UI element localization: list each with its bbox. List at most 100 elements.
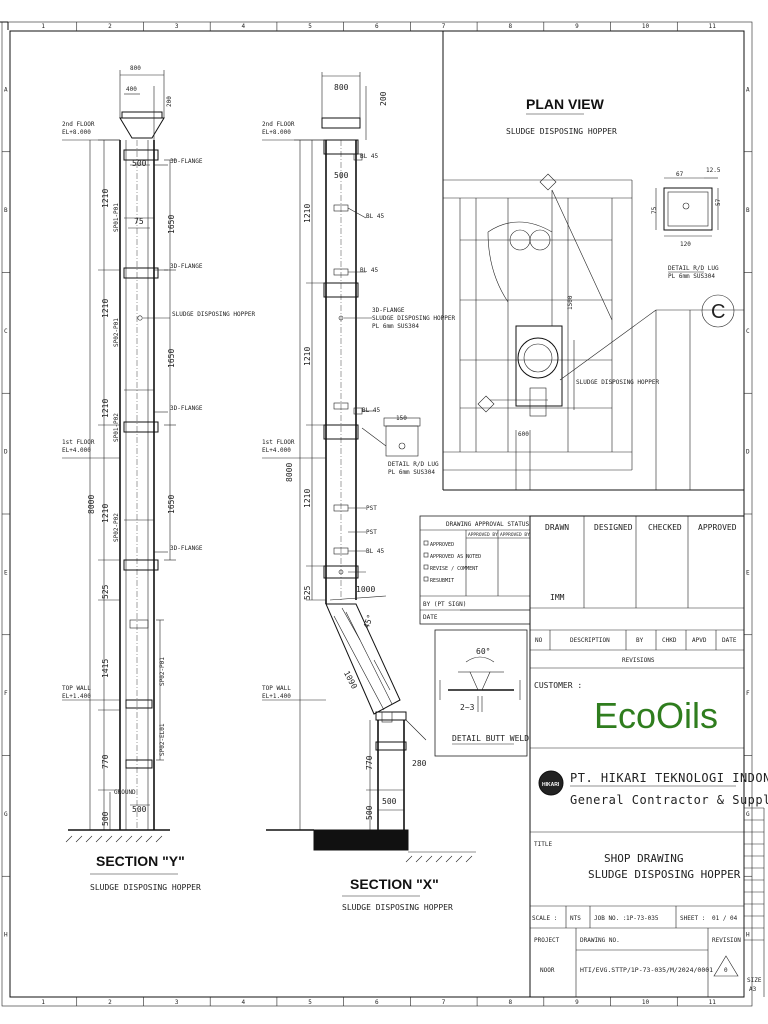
company-logo — [538, 770, 564, 796]
lvl2-name-x: 1st FLOOR — [262, 439, 295, 446]
lvl2-el-y: EL+4.000 — [62, 447, 91, 454]
scale-label: SCALE : — [532, 915, 557, 922]
approval-item: REVISE / COMMENT — [430, 566, 478, 572]
lbl-flange2-y: 3D-FLANGE — [170, 263, 203, 270]
weld-angle: 60° — [476, 647, 490, 656]
customer-label: CUSTOMER : — [534, 681, 582, 690]
dim-1210a-x: 1210 — [303, 204, 312, 223]
rd-note: PL 6mm SUS304 — [668, 273, 715, 280]
drawing-value: HTI/EVG.STTP/1P-73-035/M/2024/0001 — [580, 966, 713, 974]
dim-500b-y: 500 — [132, 805, 147, 814]
dim-1210a-y: 1210 — [101, 189, 110, 208]
approval-checkbox — [423, 552, 429, 558]
job-value: 1P-73-035 — [626, 915, 659, 922]
lvl1-el-x: EL+8.000 — [262, 129, 291, 136]
approval-by-1: APPROVED BY — [468, 532, 498, 538]
grid-row-label: E — [746, 569, 750, 576]
lvl1-name-y: 2nd FLOOR — [62, 121, 95, 128]
dim-200-y: 200 — [166, 96, 173, 107]
rev-date: DATE — [722, 637, 737, 644]
dim-1210c-y: 1210 — [101, 399, 110, 418]
grid-col-label: 3 — [175, 999, 179, 1006]
approval-header: DRAWING APPROVAL STATUS — [446, 521, 529, 528]
section-x-labels: 800 200 500 8000 1210 1210 1210 525 1000… — [262, 83, 455, 912]
grid-col-label: 10 — [642, 23, 650, 30]
grid-row-label: G — [746, 811, 750, 818]
lbl-flange-x: 3D-FLANGE — [372, 307, 405, 314]
rd-w120: 120 — [680, 241, 691, 248]
grid-col-label: 1 — [41, 999, 45, 1006]
rd-w125: 12.5 — [706, 167, 721, 174]
grid-col-label: 8 — [508, 23, 512, 30]
rd-title: DETAIL R/D LUG — [668, 265, 719, 272]
job-label: JOB NO. : — [594, 915, 627, 922]
grid-row-label: H — [4, 932, 8, 939]
lbl-bl4-x: BL 45 — [362, 407, 380, 414]
title-block-labels: DRAWN DESIGNED CHECKED APPROVED IMM NO D… — [532, 523, 768, 993]
part-sp02b-y: SP02-P01 — [159, 657, 166, 686]
lvl1-el-y: EL+8.000 — [62, 129, 91, 136]
detail-lug-w150: 150 — [396, 415, 407, 422]
rev-no: NO — [535, 637, 543, 644]
plan-view-subtitle: SLUDGE DISPOSING HOPPER — [506, 127, 617, 136]
approval-status-box: DRAWING APPROVAL STATUS APPROVED BY APPR… — [419, 515, 531, 625]
grid-col-label: 9 — [575, 23, 579, 30]
company-name: PT. HIKARI TEKNOLOGI INDONESIA — [570, 771, 768, 785]
sheet-label: SHEET : — [680, 915, 705, 922]
lvl3-el-x: EL+1.400 — [262, 693, 291, 700]
approval-item: APPROVED — [430, 542, 454, 548]
dim-1650c-y: 1650 — [167, 495, 176, 514]
lbl-flange3-y: 3D-FLANGE — [170, 405, 203, 412]
plan-view-drawing — [442, 31, 744, 491]
dim-1000-x: 1000 — [356, 585, 375, 594]
dim-500c-y: 500 — [101, 811, 110, 826]
dim-500b-x: 500 — [365, 805, 374, 820]
scale-value: NTS — [570, 915, 581, 922]
grid-row-label: H — [746, 932, 750, 939]
grid-col-label: 4 — [242, 999, 246, 1006]
signoff-approved: APPROVED — [698, 523, 737, 532]
lbl-pipe-y: SLUDGE DISPOSING HOPPER — [172, 311, 255, 318]
grid-col-label: 9 — [575, 999, 579, 1006]
detail-lug-title: DETAIL R/D LUG — [388, 461, 439, 468]
dim-1650a-y: 1650 — [167, 215, 176, 234]
grid-row-label: D — [746, 449, 750, 456]
dim-8000-y: 8000 — [87, 495, 96, 514]
sheet-value: 01 / 04 — [712, 915, 738, 922]
grid-col-label: 11 — [709, 999, 717, 1006]
butt-weld-detail: 60° 2~3 DETAIL BUTT WELD — [434, 629, 529, 757]
rev-apvd: APVD — [692, 637, 707, 644]
rev-label: REVISIONS — [622, 657, 655, 664]
title-line2: SLUDGE DISPOSING HOPPER — [588, 868, 741, 881]
lbl-pipe-x: SLUDGE DISPOSING HOPPER — [372, 315, 455, 322]
plan-dim-600: 600 — [518, 431, 529, 438]
dim-525-y: 525 — [101, 584, 110, 599]
plan-view-title: PLAN VIEW — [526, 96, 605, 112]
lbl-plate-x: PL 6mm SUS304 — [372, 323, 419, 330]
dim-770-x: 770 — [365, 755, 374, 770]
grid-row-label: C — [746, 328, 750, 335]
revision-value: 0 — [724, 967, 728, 974]
dim-500-x: 500 — [334, 171, 349, 180]
title-line1: SHOP DRAWING — [604, 852, 683, 865]
part-sp03-y: SP01-P02 — [113, 413, 120, 442]
dim-200-x: 200 — [379, 91, 388, 106]
project-value: NOOR — [540, 967, 555, 974]
rd-h75: 75 — [651, 206, 658, 214]
lbl-bl2-x: BL 45 — [360, 153, 378, 160]
signoff-drawn-by: IMM — [550, 593, 565, 602]
grid-row-label: E — [4, 569, 8, 576]
dim-280-x: 280 — [412, 759, 427, 768]
lbl-flange4-y: 3D-FLANGE — [170, 545, 203, 552]
grid-row-label: A — [4, 86, 8, 93]
section-x-drawing — [262, 72, 476, 863]
lvl3-name-x: TOP WALL — [262, 685, 291, 692]
signoff-drawn: DRAWN — [545, 523, 569, 532]
part-sp04-y: SP02-P02 — [113, 513, 120, 542]
approval-checkbox — [423, 564, 429, 570]
approval-by-2: APPROVED BY — [500, 532, 530, 538]
dim-770-y: 770 — [101, 754, 110, 769]
customer-name: EcoOils — [594, 695, 718, 736]
